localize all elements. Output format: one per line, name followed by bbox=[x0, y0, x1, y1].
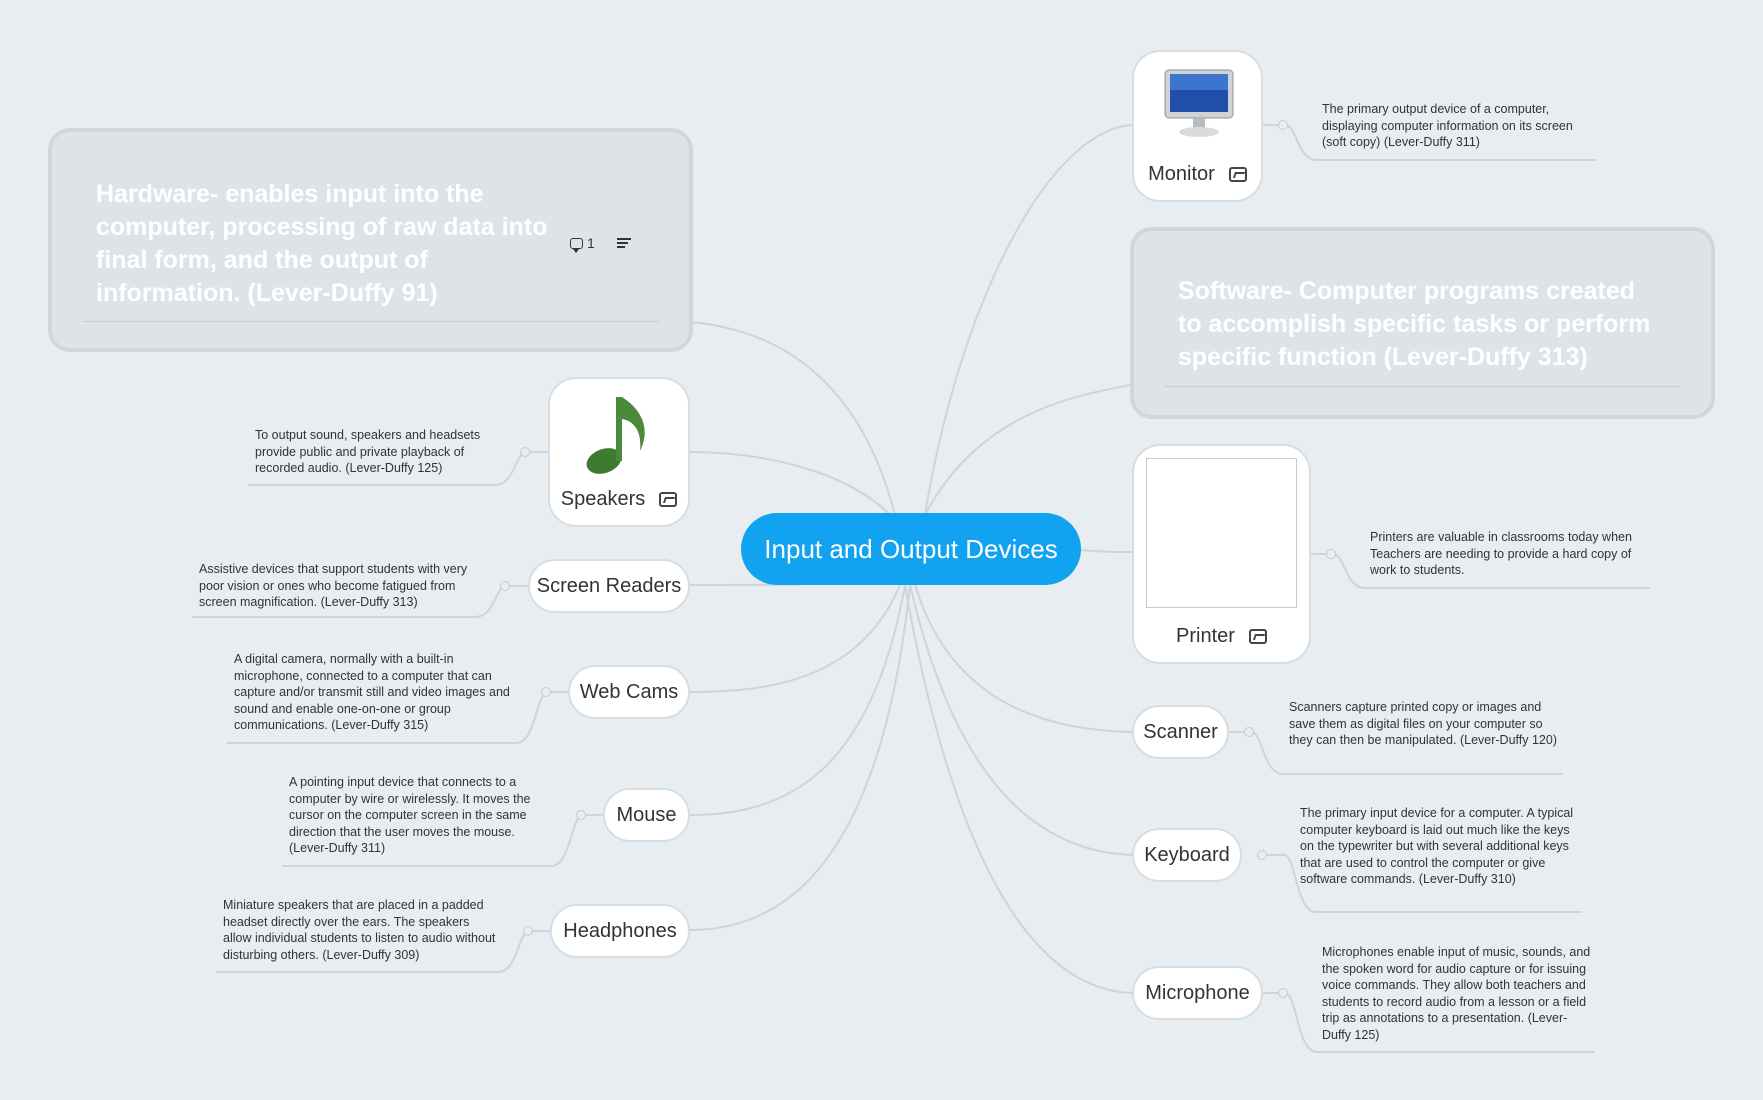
microphone-note: Microphones enable input of music, sound… bbox=[1322, 945, 1591, 1042]
speakers-label-row: Speakers bbox=[561, 488, 678, 511]
scanner-note: Scanners capture printed copy or images … bbox=[1289, 700, 1557, 747]
mouse-node[interactable]: Mouse bbox=[603, 788, 690, 842]
monitor-node[interactable]: Monitor bbox=[1132, 50, 1263, 202]
headphones-node[interactable]: Headphones bbox=[550, 904, 690, 958]
collapse-toggle[interactable] bbox=[523, 926, 533, 936]
scanner-label: Scanner bbox=[1143, 720, 1218, 743]
image-icon[interactable] bbox=[1228, 167, 1247, 182]
headphones-label: Headphones bbox=[563, 919, 677, 942]
printer-label-row: Printer bbox=[1176, 625, 1267, 648]
software-topic[interactable]: Software- Computer programs created to a… bbox=[1130, 227, 1715, 419]
printer-note: Printers are valuable in classrooms toda… bbox=[1370, 530, 1632, 577]
monitor-label-row: Monitor bbox=[1148, 163, 1247, 186]
printer-label: Printer bbox=[1176, 625, 1235, 647]
software-text: Software- Computer programs created to a… bbox=[1178, 277, 1651, 371]
speakers-node[interactable]: Speakers bbox=[548, 377, 690, 527]
collapse-toggle[interactable] bbox=[1326, 549, 1336, 559]
keyboard-note: The primary input device for a computer.… bbox=[1300, 806, 1574, 886]
monitor-note: The primary output device of a computer,… bbox=[1322, 102, 1573, 149]
collapse-toggle[interactable] bbox=[1244, 727, 1254, 737]
printer-image-placeholder bbox=[1146, 458, 1297, 608]
collapse-toggle[interactable] bbox=[520, 447, 530, 457]
screen-readers-node[interactable]: Screen Readers bbox=[528, 559, 690, 613]
scanner-node[interactable]: Scanner bbox=[1132, 705, 1229, 759]
central-topic-label: Input and Output Devices bbox=[764, 533, 1058, 564]
screen-readers-note: Assistive devices that support students … bbox=[199, 562, 468, 609]
screen-readers-label: Screen Readers bbox=[536, 574, 682, 597]
software-underline bbox=[1164, 386, 1681, 387]
microphone-label: Microphone bbox=[1145, 981, 1250, 1004]
collapse-toggle[interactable] bbox=[500, 581, 510, 591]
web-cams-node[interactable]: Web Cams bbox=[568, 665, 690, 719]
monitor-icon bbox=[1164, 69, 1234, 137]
web-cams-label: Web Cams bbox=[579, 680, 679, 703]
hardware-underline bbox=[82, 321, 659, 322]
collapse-toggle[interactable] bbox=[576, 810, 586, 820]
notes-icon[interactable] bbox=[616, 237, 631, 249]
hardware-meta: 1 bbox=[570, 235, 631, 253]
microphone-node[interactable]: Microphone bbox=[1132, 966, 1263, 1020]
central-topic[interactable]: Input and Output Devices bbox=[741, 513, 1081, 585]
keyboard-label: Keyboard bbox=[1144, 843, 1230, 866]
printer-node[interactable]: Printer bbox=[1132, 444, 1311, 664]
web-cams-note: A digital camera, normally with a built-… bbox=[234, 652, 510, 732]
hardware-topic[interactable]: Hardware- enables input into the compute… bbox=[48, 128, 693, 352]
collapse-toggle[interactable] bbox=[1278, 120, 1288, 130]
hardware-text: Hardware- enables input into the compute… bbox=[96, 180, 548, 307]
music-note-icon bbox=[586, 397, 645, 474]
speakers-label: Speakers bbox=[560, 488, 646, 510]
comment-count: 1 bbox=[587, 235, 595, 251]
comment-icon[interactable] bbox=[570, 237, 583, 253]
headphones-note: Miniature speakers that are placed in a … bbox=[223, 898, 496, 962]
collapse-toggle[interactable] bbox=[1257, 850, 1267, 860]
collapse-toggle[interactable] bbox=[541, 687, 551, 697]
keyboard-node[interactable]: Keyboard bbox=[1132, 828, 1242, 882]
collapse-toggle[interactable] bbox=[1278, 988, 1288, 998]
mouse-note: A pointing input device that connects to… bbox=[289, 775, 531, 855]
image-icon[interactable] bbox=[659, 492, 678, 507]
image-icon[interactable] bbox=[1248, 629, 1267, 644]
mouse-label: Mouse bbox=[616, 803, 677, 826]
speakers-note: To output sound, speakers and headsets p… bbox=[255, 428, 481, 475]
monitor-label: Monitor bbox=[1148, 163, 1215, 185]
